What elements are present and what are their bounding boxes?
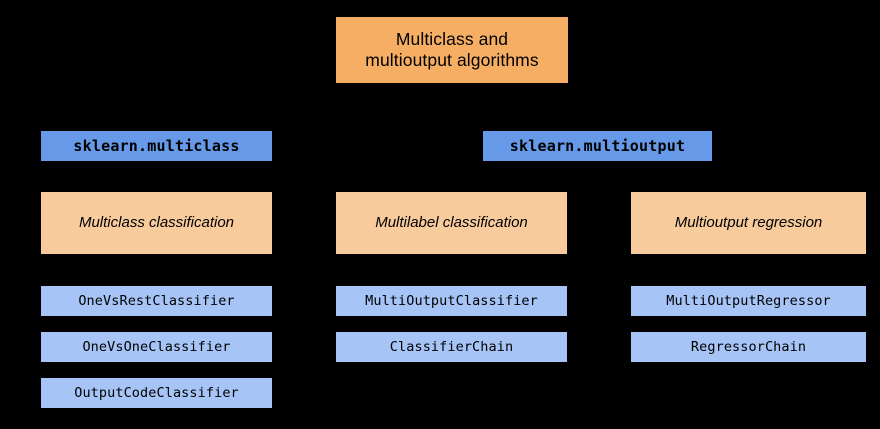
module-node-sklearn-multiclass: sklearn.multiclass (41, 131, 272, 161)
category-node-label: Multiclass classification (78, 213, 235, 231)
class-node-outputcodeclassifier: OutputCodeClassifier (41, 378, 272, 408)
root-node-multiclass-and-multioutput-algorithms: Multiclass and multioutput algorithms (336, 17, 568, 83)
module-node-label: sklearn.multioutput (509, 136, 686, 155)
module-node-sklearn-multioutput: sklearn.multioutput (483, 131, 712, 161)
class-node-multioutputclassifier: MultiOutputClassifier (336, 286, 567, 316)
class-node-label: OneVsOneClassifier (82, 338, 231, 355)
class-node-label: OneVsRestClassifier (78, 292, 235, 309)
class-node-label: MultiOutputRegressor (666, 292, 831, 309)
class-node-multioutputregressor: MultiOutputRegressor (631, 286, 866, 316)
category-node-multiclass-classification: Multiclass classification (41, 192, 272, 254)
category-node-multioutput-regression: Multioutput regression (631, 192, 866, 254)
class-node-label: MultiOutputClassifier (365, 292, 538, 309)
class-node-regressorchain: RegressorChain (631, 332, 866, 362)
class-node-classifierchain: ClassifierChain (336, 332, 567, 362)
class-node-onevsoneclassifier: OneVsOneClassifier (41, 332, 272, 362)
root-node-label: Multiclass and multioutput algorithms (365, 28, 539, 70)
class-node-label: RegressorChain (690, 338, 807, 355)
category-node-multilabel-classification: Multilabel classification (336, 192, 567, 254)
class-node-label: ClassifierChain (389, 338, 514, 355)
category-node-label: Multilabel classification (375, 213, 528, 231)
category-node-label: Multioutput regression (674, 213, 823, 231)
class-node-label: OutputCodeClassifier (74, 384, 239, 401)
module-node-label: sklearn.multiclass (73, 136, 240, 155)
class-node-onevsrestclassifier: OneVsRestClassifier (41, 286, 272, 316)
